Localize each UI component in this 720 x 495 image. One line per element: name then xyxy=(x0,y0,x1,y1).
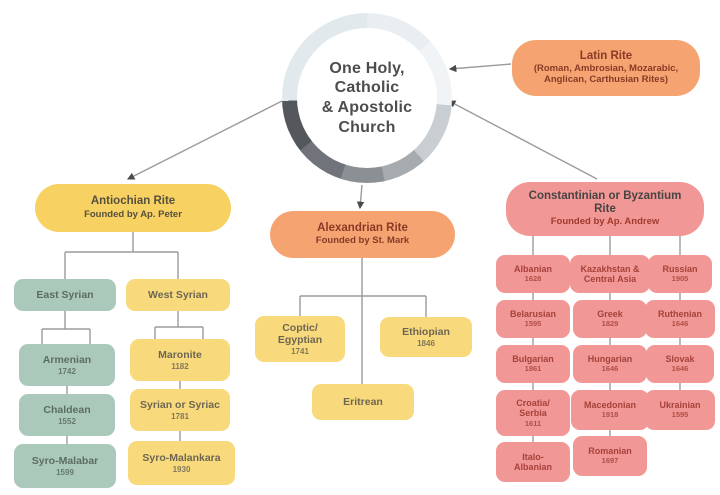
node-label: Slovak xyxy=(665,354,695,365)
node-east-syrian: East Syrian xyxy=(14,279,116,311)
node-year: 1595 xyxy=(671,410,689,420)
node-belarusian: Belarusian 1595 xyxy=(496,300,570,338)
node-russian: Russian 1905 xyxy=(648,255,712,293)
branch-subtitle: Founded by St. Mark xyxy=(315,235,410,247)
node-romanian: Romanian 1697 xyxy=(573,436,647,476)
branch-subtitle: Founded by Ap. Peter xyxy=(84,208,182,220)
node-macedonian: Macedonian 1918 xyxy=(571,390,649,430)
node-eritrean: Eritrean xyxy=(312,384,414,420)
branch-constantinian: Constantinian or Byzantium Rite Founded … xyxy=(506,182,704,236)
branch-title: Antiochian Rite xyxy=(90,195,176,208)
arrow-byzantine-to-circle xyxy=(448,100,598,180)
node-year: 1552 xyxy=(58,416,76,426)
node-label: Italo- Albanian xyxy=(513,451,552,472)
node-year: 1697 xyxy=(601,456,619,466)
node-albanian: Albanian 1628 xyxy=(496,255,570,293)
center-label: One Holy, Catholic & Apostolic Church xyxy=(321,59,413,136)
node-label: Armenian xyxy=(42,353,92,366)
node-label: Coptic/ Egyptian xyxy=(277,321,323,346)
node-sublabel: (Roman, Ambrosian, Mozarabic, Anglican, … xyxy=(533,63,679,86)
node-label: Greek xyxy=(597,309,623,320)
node-label: East Syrian xyxy=(36,288,94,301)
branch-alexandrian: Alexandrian Rite Founded by St. Mark xyxy=(270,211,455,258)
node-hungarian: Hungarian 1646 xyxy=(573,345,647,383)
node-label: Bulgarian xyxy=(512,354,554,365)
node-label: Romanian xyxy=(588,446,632,457)
arrow-to-alexandrian xyxy=(356,184,365,210)
node-year: 1861 xyxy=(524,364,542,374)
node-latin-rite: Latin Rite (Roman, Ambrosian, Mozarabic,… xyxy=(512,40,700,96)
node-year: 1781 xyxy=(171,411,189,421)
arrow-to-antiochian xyxy=(126,100,283,180)
node-chaldean: Chaldean 1552 xyxy=(19,394,115,436)
node-italo-albanian: Italo- Albanian xyxy=(496,442,570,482)
node-label: Syro-Malabar xyxy=(31,454,99,467)
node-label: Ethiopian xyxy=(402,325,450,338)
node-label: Eritrean xyxy=(343,395,383,408)
node-label: Chaldean xyxy=(43,403,91,416)
node-ukrainian: Ukrainian 1595 xyxy=(645,390,715,430)
node-label: Russian xyxy=(662,264,698,275)
node-year: 1905 xyxy=(671,274,689,284)
node-maronite: Maronite 1182 xyxy=(130,339,230,381)
node-year: 1918 xyxy=(601,410,619,420)
node-year: 1742 xyxy=(58,366,76,376)
node-greek: Greek 1829 xyxy=(573,300,647,338)
center-circle: One Holy, Catholic & Apostolic Church xyxy=(297,28,437,168)
node-year: 1599 xyxy=(56,467,74,477)
node-label: Albanian xyxy=(513,264,552,275)
node-year: 1595 xyxy=(524,319,542,329)
node-year: 1741 xyxy=(291,346,309,356)
branch-antiochian: Antiochian Rite Founded by Ap. Peter xyxy=(35,184,231,232)
node-syro-malabar: Syro-Malabar 1599 xyxy=(14,444,116,488)
node-kazakhstan-central-asia: Kazakhstan & Central Asia xyxy=(570,255,650,293)
node-bulgarian: Bulgarian 1861 xyxy=(496,345,570,383)
node-year: 1611 xyxy=(524,418,542,428)
node-label: Syro-Malankara xyxy=(142,451,221,464)
node-armenian: Armenian 1742 xyxy=(19,344,115,386)
center-ring: One Holy, Catholic & Apostolic Church xyxy=(282,13,452,183)
branch-subtitle: Founded by Ap. Andrew xyxy=(550,216,660,228)
node-west-syrian: West Syrian xyxy=(126,279,230,311)
node-year: 1646 xyxy=(601,364,619,374)
node-year: 1646 xyxy=(671,364,689,374)
node-ethiopian: Ethiopian 1846 xyxy=(380,317,472,357)
arrow-latin-to-circle xyxy=(448,63,512,73)
node-slovak: Slovak 1646 xyxy=(646,345,714,383)
node-label: Ukrainian xyxy=(659,400,701,411)
node-label: West Syrian xyxy=(148,288,208,301)
node-ruthenian: Ruthenian 1646 xyxy=(645,300,715,338)
node-label: Hungarian xyxy=(587,354,633,365)
node-year: 1182 xyxy=(171,361,189,371)
node-syro-malankara: Syro-Malankara 1930 xyxy=(128,441,235,485)
node-year: 1646 xyxy=(671,319,689,329)
node-label: Syrian or Syriac xyxy=(140,398,220,411)
node-year: 1628 xyxy=(524,274,542,284)
node-label: Kazakhstan & Central Asia xyxy=(580,263,640,284)
branch-title: Constantinian or Byzantium Rite xyxy=(528,189,682,216)
node-croatia-serbia: Croatia/ Serbia 1611 xyxy=(496,390,570,436)
node-label: Croatia/ Serbia xyxy=(516,397,550,419)
node-year: 1930 xyxy=(172,464,191,474)
node-label: Belarusian xyxy=(509,309,557,320)
node-label: Ruthenian xyxy=(658,309,702,320)
node-label: Latin Rite xyxy=(579,49,633,62)
node-syrian-or-syriac: Syrian or Syriac 1781 xyxy=(130,389,230,431)
node-coptic-egyptian: Coptic/ Egyptian 1741 xyxy=(255,316,345,362)
node-year: 1829 xyxy=(601,319,619,329)
branch-title: Alexandrian Rite xyxy=(317,221,408,234)
node-label: Macedonian xyxy=(583,400,636,411)
node-year: 1846 xyxy=(417,338,435,348)
node-label: Maronite xyxy=(158,348,202,361)
